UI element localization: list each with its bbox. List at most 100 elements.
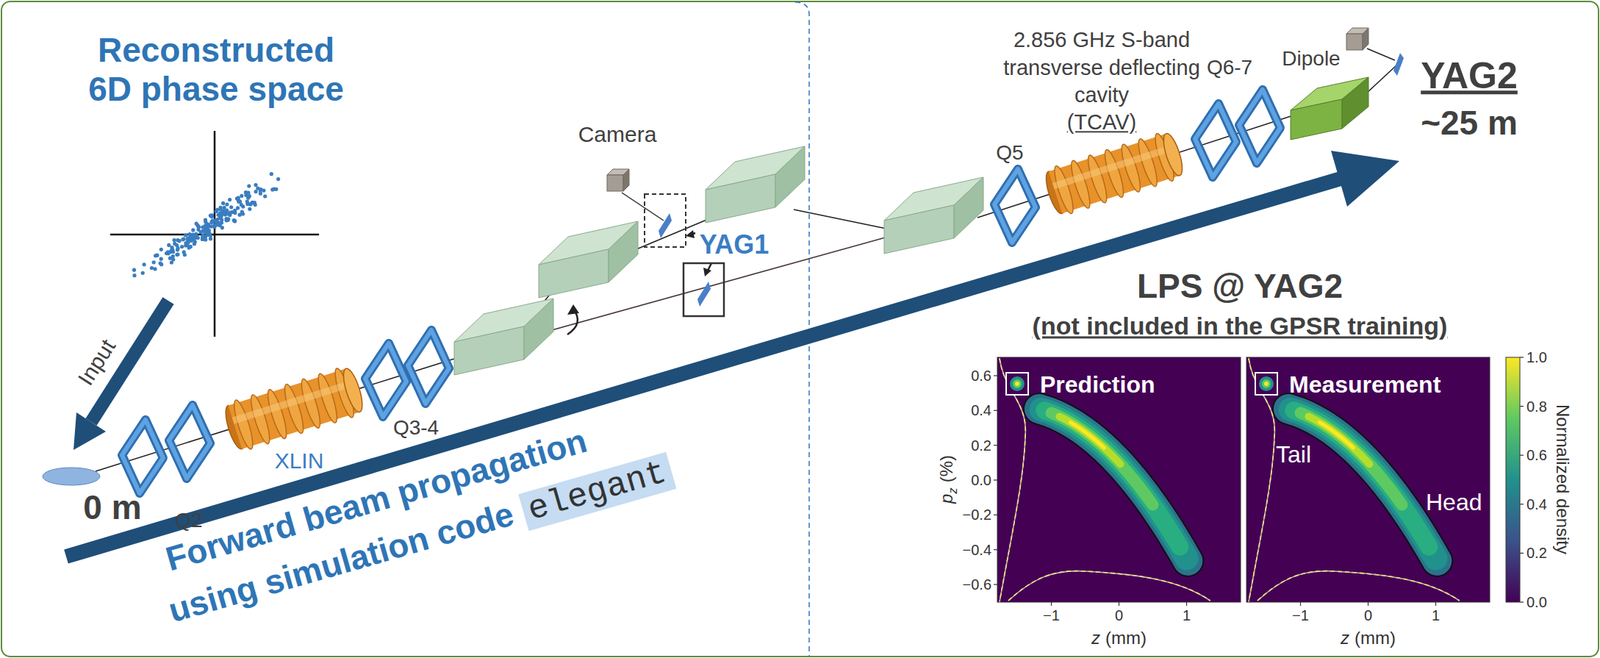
axis-tick	[993, 444, 998, 446]
plot-background	[1246, 357, 1490, 602]
phase-space-particle	[207, 228, 211, 233]
lps-density	[1293, 410, 1429, 547]
phase-space-particle	[141, 271, 145, 275]
phase-space-particle	[232, 219, 237, 223]
text-label: Q3-4	[393, 415, 439, 440]
phase-space-particle	[218, 221, 222, 225]
phase-space-particle	[236, 199, 241, 204]
text-label: −0.2	[962, 506, 992, 524]
phase-space-particle	[246, 191, 250, 195]
cavity-shine	[232, 380, 353, 425]
quadrupole-magnet	[1195, 103, 1237, 178]
panel-divider	[795, 2, 810, 656]
text-label: XLIN	[274, 448, 325, 475]
axis-tick	[1118, 601, 1120, 606]
beam-icon-ring	[1009, 376, 1025, 391]
text-label: −0.4	[962, 540, 992, 558]
phase-space-particle	[228, 210, 233, 215]
axis-tick	[993, 514, 998, 516]
phase-space-particle	[192, 241, 197, 246]
phase-space-particle	[174, 252, 179, 257]
axis-tick	[993, 374, 998, 376]
yag1-pointer-head	[685, 230, 695, 239]
text-label: 1	[1431, 607, 1440, 624]
text-label: Measurement	[1289, 371, 1441, 399]
phase-space-particle	[152, 260, 156, 264]
rf-cavity	[1041, 128, 1187, 219]
phase-space-particle	[209, 220, 214, 225]
text-group: pz(%)	[936, 454, 957, 504]
phase-space-particle	[263, 194, 267, 198]
yag1-inset-dashed	[644, 194, 686, 247]
propagation-arrow-head	[1331, 150, 1400, 207]
input-arrow-head	[73, 412, 106, 450]
phase-space-particle	[200, 233, 205, 238]
phase-space-particle	[205, 232, 210, 236]
text-label: Prediction	[1039, 371, 1155, 399]
camera-side	[623, 169, 630, 192]
camera-front	[1346, 33, 1363, 50]
phase-space-particle	[132, 273, 136, 278]
quadrupole-magnet	[994, 169, 1036, 243]
plot-frame	[1246, 357, 1490, 602]
dipole-front	[1290, 99, 1343, 140]
phase-space-particle	[272, 187, 277, 192]
camera-sightline	[621, 192, 664, 221]
phase-space-particle	[227, 197, 232, 202]
phase-space-particle	[194, 233, 198, 238]
text-label: 0	[1364, 607, 1373, 624]
axis-tick	[1186, 601, 1187, 606]
phase-space-particle	[224, 207, 229, 212]
phase-space-particle	[201, 233, 206, 238]
lps-density	[1070, 421, 1104, 448]
text-group: z(mm)	[1340, 627, 1396, 649]
axis-tick	[1519, 356, 1524, 358]
dipole-side	[775, 146, 805, 208]
axis-tick	[1300, 601, 1301, 606]
dipole-side	[953, 177, 984, 239]
projection-profile	[1008, 571, 1211, 601]
axis-tick	[1519, 503, 1524, 505]
text-label: z	[1340, 627, 1350, 648]
text-label: 0.4	[1526, 495, 1548, 513]
axis-tick	[993, 583, 998, 585]
phase-space-particle	[166, 243, 171, 247]
phase-space-particle	[194, 234, 199, 239]
text-label: 0	[1114, 607, 1124, 624]
text-label: 0.2	[1526, 544, 1548, 562]
phase-space-particle	[200, 237, 205, 242]
phase-space-particle	[166, 249, 170, 254]
phase-space-particle	[183, 252, 187, 257]
quadrupole-magnet-face	[169, 404, 211, 479]
phase-space-particle	[208, 236, 213, 241]
text-label: −0.6	[962, 576, 992, 594]
beam-icon-core	[1014, 381, 1020, 386]
text-label: −1	[1292, 607, 1309, 624]
text-group: z(mm)	[1091, 627, 1147, 649]
plot-frame	[997, 357, 1241, 602]
text-label: LPS @ YAG2	[1136, 266, 1343, 306]
phase-space-particle	[219, 207, 223, 211]
dipole-front	[884, 205, 954, 254]
projection-profile	[1257, 571, 1460, 601]
yag-screen	[658, 213, 672, 239]
beam-icon	[1255, 372, 1278, 395]
plot-content	[999, 357, 1211, 602]
phase-space-particle	[235, 205, 240, 210]
plot-background	[997, 357, 1241, 602]
lps-density	[1039, 408, 1188, 561]
camera-front	[607, 174, 624, 192]
phase-space-particle	[247, 194, 252, 198]
axis-tick	[1050, 601, 1052, 606]
text-label: transverse deflecting	[1003, 55, 1201, 81]
phase-space-particle	[276, 177, 281, 181]
phase-space-particle	[253, 183, 258, 187]
text-label: (mm)	[1354, 627, 1396, 648]
text-label: 0.8	[1526, 397, 1548, 415]
phase-space-particle	[208, 213, 213, 218]
phase-space-particle	[232, 218, 236, 222]
phase-space-particle	[258, 187, 263, 192]
phase-space-particle	[194, 221, 199, 226]
axis-tick	[1367, 601, 1369, 606]
